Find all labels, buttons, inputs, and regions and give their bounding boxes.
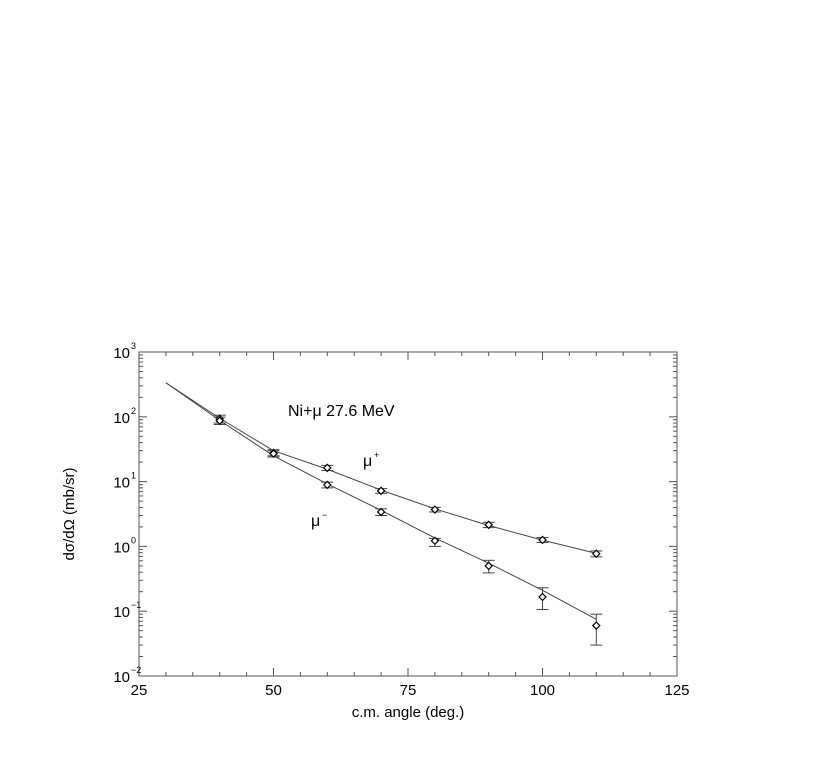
y-tick-base: 10 xyxy=(113,410,130,427)
data-point xyxy=(376,486,386,496)
x-tick-label: 25 xyxy=(131,682,148,699)
data-point xyxy=(322,463,332,473)
y-tick-base: 10 xyxy=(113,539,130,556)
series-label-sup: + xyxy=(374,450,379,460)
x-tick-label: 50 xyxy=(265,682,282,699)
x-tick-label: 125 xyxy=(664,682,689,699)
series-label-name: μ xyxy=(363,453,372,470)
data-point xyxy=(215,416,225,426)
y-tick-exp: 1 xyxy=(131,471,136,481)
y-tick-base: 10 xyxy=(113,345,130,362)
data-point xyxy=(591,549,601,559)
x-tick-label: 75 xyxy=(400,682,417,699)
y-tick-exp: −1 xyxy=(131,600,141,610)
data-point xyxy=(430,536,440,546)
data-point xyxy=(591,621,601,630)
data-point xyxy=(538,535,547,545)
y-tick-base: 10 xyxy=(113,604,130,621)
y-tick-exp: 2 xyxy=(131,406,136,416)
data-point xyxy=(322,480,332,490)
series-label-name: μ xyxy=(311,513,320,530)
y-tick-exp: 3 xyxy=(131,341,136,351)
y-tick-exp: −2 xyxy=(131,665,141,675)
data-point xyxy=(484,561,494,571)
y-tick-base: 10 xyxy=(113,475,130,492)
data-point xyxy=(430,505,440,514)
data-marks xyxy=(165,382,603,646)
y-tick-label: 10−2 xyxy=(113,665,141,686)
series-label-sup: − xyxy=(322,510,327,520)
data-point xyxy=(269,449,278,458)
x-tick-label: 100 xyxy=(530,682,555,699)
data-point xyxy=(376,507,386,517)
y-tick-exp: 0 xyxy=(131,535,136,545)
y-axis-label: dσ/dΩ (mb/sr) xyxy=(61,468,78,561)
series-label-mu-plus: μ + xyxy=(363,450,379,470)
y-tick-label: 10−1 xyxy=(113,600,141,621)
data-point xyxy=(538,592,547,602)
axis-ticks xyxy=(138,351,678,677)
series-mu-minus xyxy=(165,382,603,646)
x-axis-label: c.m. angle (deg.) xyxy=(352,704,465,721)
series-label-mu-minus: μ − xyxy=(311,510,327,530)
annotation-label: Ni+μ 27.6 MeV xyxy=(288,403,395,420)
data-point xyxy=(484,520,494,530)
y-tick-base: 10 xyxy=(113,669,130,686)
x-tick-labels: 25 50 75 100 125 xyxy=(131,682,690,699)
